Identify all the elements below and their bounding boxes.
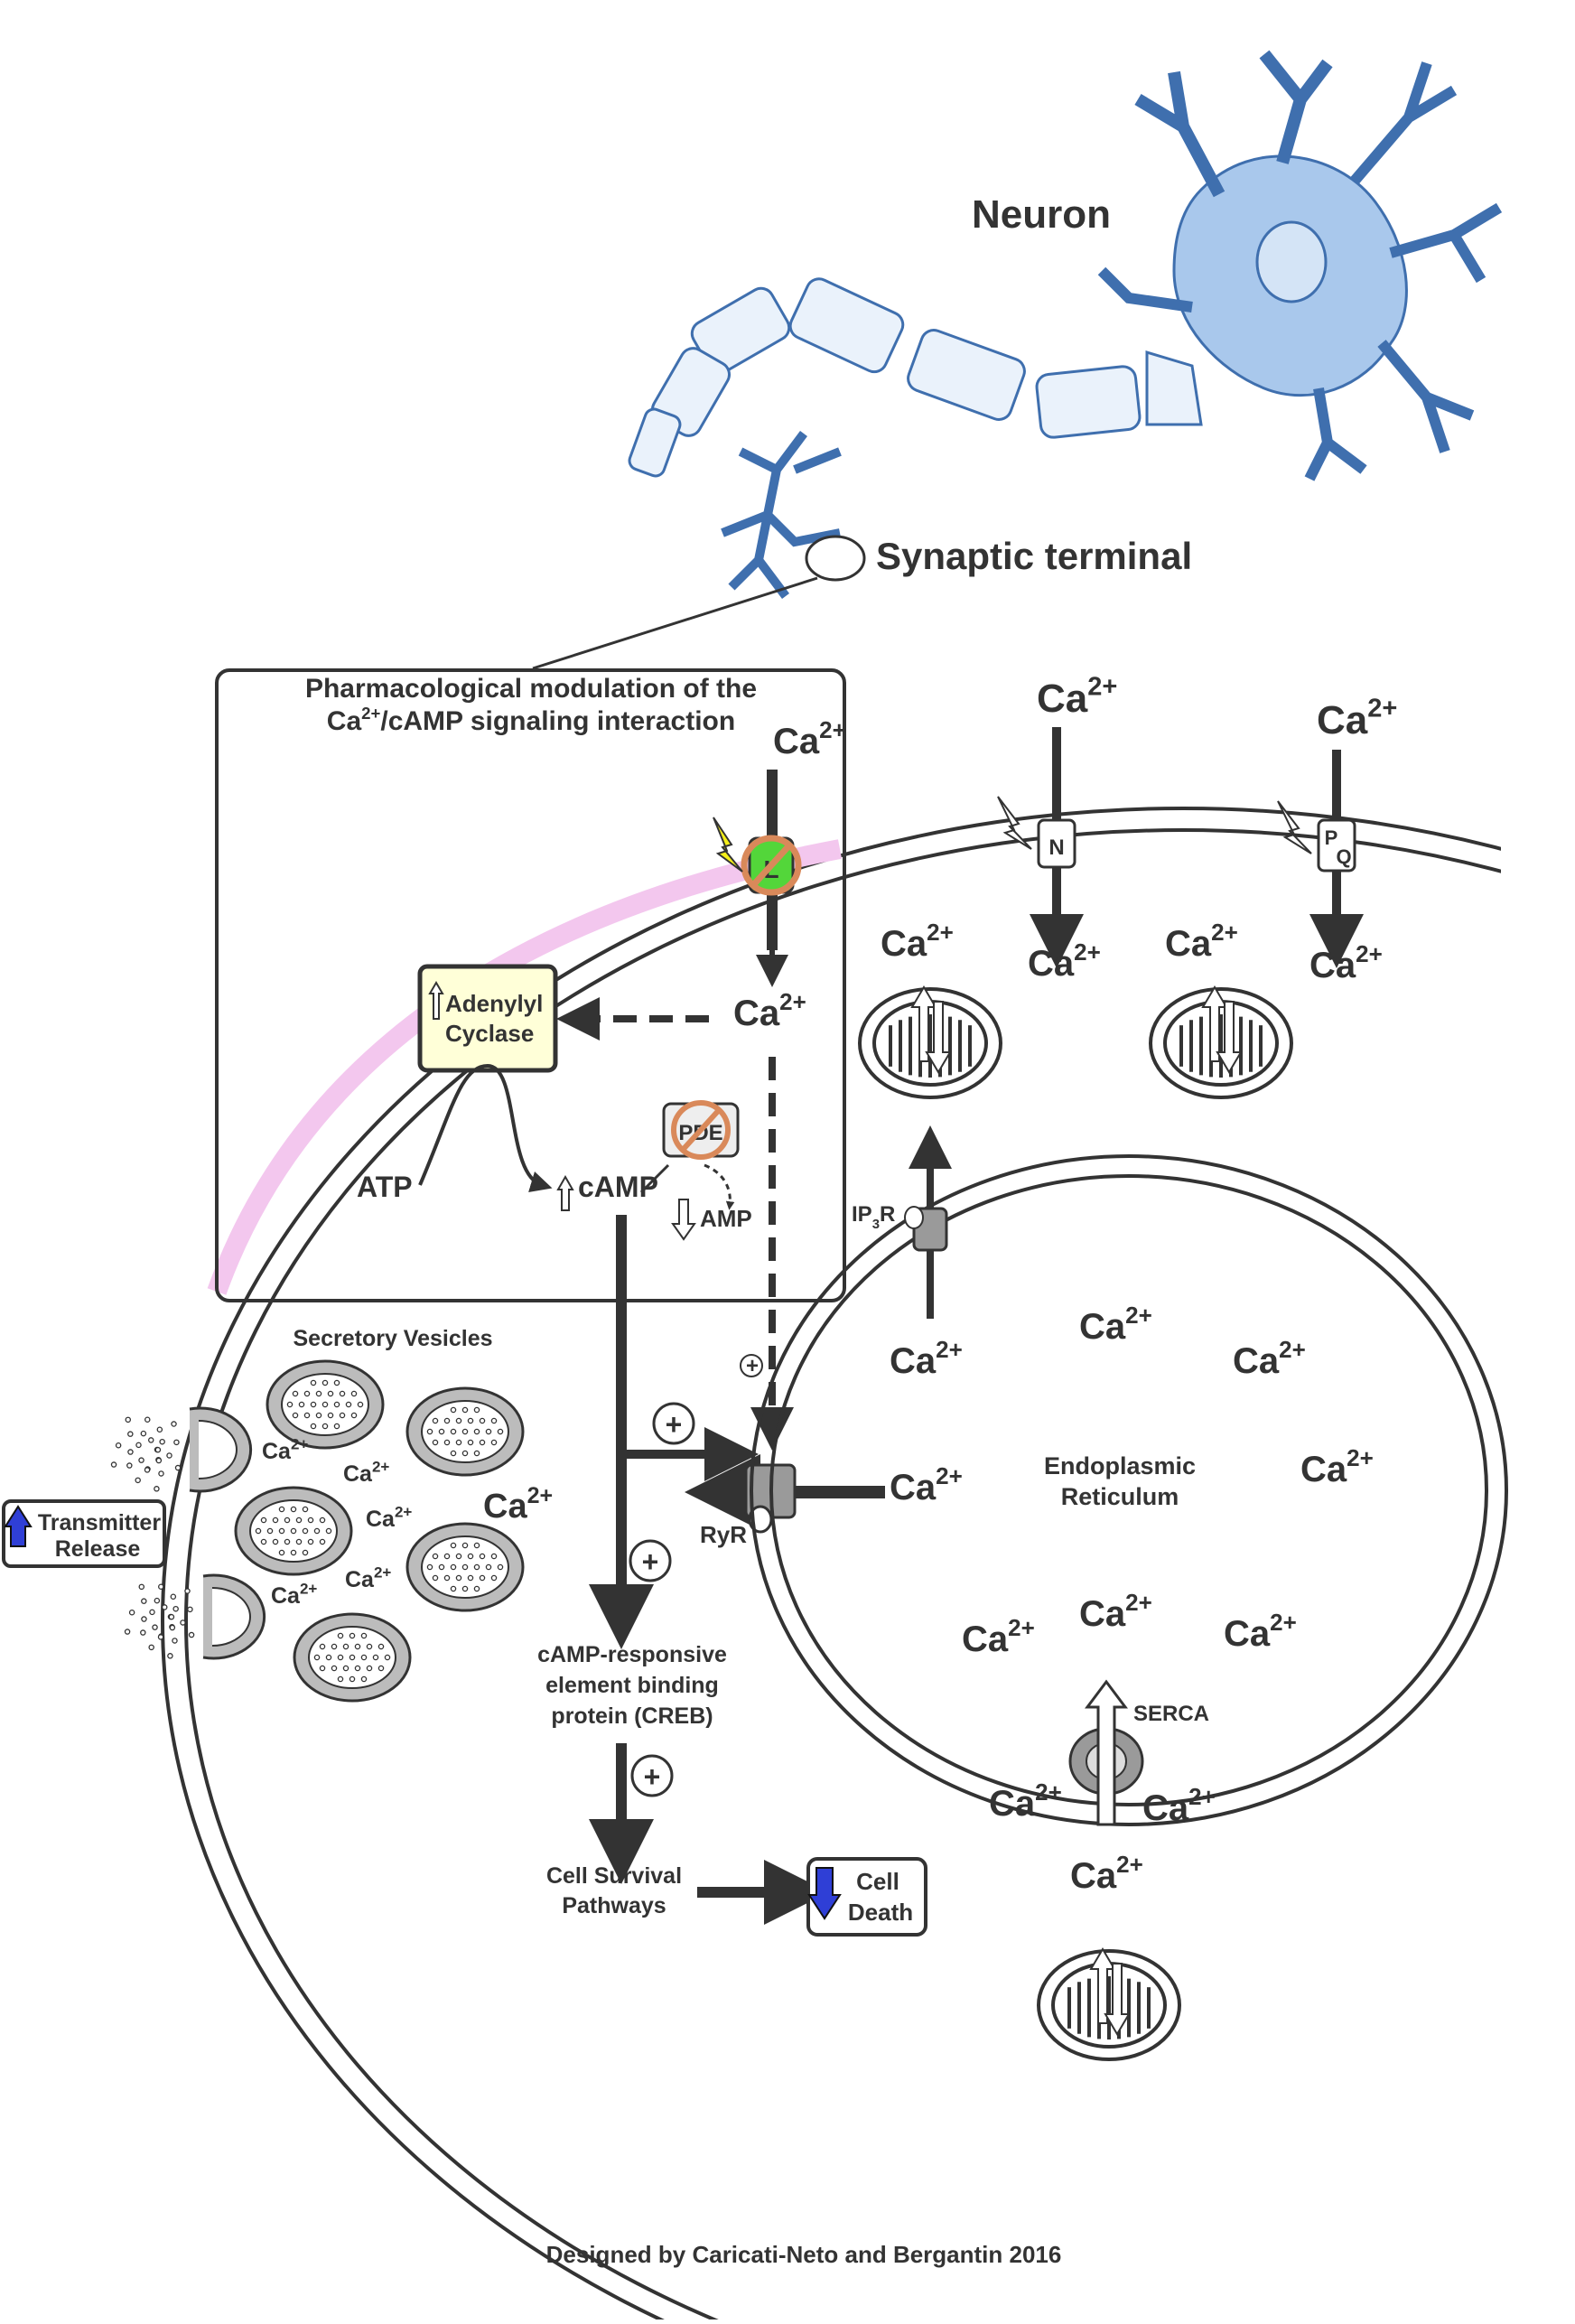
survival-line2: Pathways xyxy=(562,1893,666,1918)
credit-line: Designed by Caricati-Neto and Bergantin … xyxy=(546,2241,1062,2268)
mitochondrion-icon xyxy=(1149,985,1293,1099)
amp-label: AMP xyxy=(700,1205,752,1232)
svg-text:P: P xyxy=(1325,826,1338,849)
calcium-ion-label: Ca2+ xyxy=(483,1483,553,1526)
transmitter-release-box xyxy=(2,1499,166,1568)
inhibit-icon xyxy=(741,835,802,896)
neuron-label: Neuron xyxy=(972,192,1111,237)
serca-pump xyxy=(1068,1679,1144,1826)
svg-text:+: + xyxy=(644,1760,661,1793)
transmitter-label-line1: Transmitter xyxy=(38,1510,161,1535)
calcium-ion-label: Ca2+ xyxy=(271,1581,317,1610)
vesicle-icon xyxy=(110,1406,253,1493)
ip3r-label: IP3R xyxy=(852,1202,895,1232)
inset-title-line2: Ca2+/cAMP signaling interaction xyxy=(327,704,735,736)
svg-text:N: N xyxy=(1048,835,1064,860)
calcium-ion-label: Ca2+ xyxy=(1037,673,1117,721)
ryr-label: RyR xyxy=(700,1521,747,1548)
vesicle-icon xyxy=(234,1486,353,1576)
vesicle-icon xyxy=(124,1573,266,1660)
lightning-icon xyxy=(997,796,1032,850)
synaptic-terminal-circle xyxy=(805,535,866,582)
synaptic-terminal-label: Synaptic terminal xyxy=(876,535,1192,577)
endoplasmic-reticulum xyxy=(750,1154,1508,1826)
svg-text:+: + xyxy=(642,1545,659,1578)
er-label-line2: Reticulum xyxy=(1061,1483,1179,1510)
n-type-channel: N xyxy=(997,727,1084,968)
lightning-icon xyxy=(1277,800,1312,854)
plus-circle xyxy=(652,1402,695,1445)
l-type-channel: L xyxy=(713,770,802,950)
inset-title-line1: Pharmacological modulation of the xyxy=(305,674,757,704)
down-arrow-icon xyxy=(671,1199,696,1241)
calcium-ion-label: Ca2+ xyxy=(989,1778,1062,1824)
inhibit-icon xyxy=(671,1100,731,1160)
calcium-ion-label: Ca2+ xyxy=(1309,940,1383,985)
creb-line2: element binding xyxy=(545,1673,719,1698)
lightning-icon xyxy=(713,817,743,873)
mitochondria xyxy=(858,985,1293,2061)
calcium-ion-label: Ca2+ xyxy=(733,988,806,1033)
calcium-ion-label: Ca2+ xyxy=(1079,1302,1152,1347)
calcium-ion-label: Ca2+ xyxy=(366,1504,412,1533)
serca-label: SERCA xyxy=(1133,1702,1209,1726)
calcium-ion-label: Ca2+ xyxy=(1079,1589,1152,1634)
er-label-line1: Endoplasmic xyxy=(1044,1452,1196,1479)
plus-circle xyxy=(630,1754,674,1797)
calcium-ion-label: Ca2+ xyxy=(262,1436,308,1465)
calcium-ion-label: Ca2+ xyxy=(1028,938,1101,984)
secretory-vesicles-label: Secretory Vesicles xyxy=(294,1326,493,1351)
neuron-illustration xyxy=(628,50,1503,599)
cyclase-label: Cyclase xyxy=(445,1020,534,1047)
calcium-ion-label: Ca2+ xyxy=(345,1564,391,1593)
down-arrow-icon xyxy=(807,1867,842,1920)
calcium-ion-label: Ca2+ xyxy=(1142,1783,1216,1828)
survival-line1: Cell Survival xyxy=(546,1863,682,1889)
up-arrow-icon xyxy=(556,1174,574,1211)
atp-label: ATP xyxy=(357,1171,413,1203)
calcium-ion-label: Ca2+ xyxy=(343,1459,389,1488)
cell-death-box xyxy=(806,1857,927,1937)
transmitter-label-line2: Release xyxy=(55,1536,141,1562)
calcium-ion-label: Ca2+ xyxy=(1070,1851,1143,1896)
vesicle-icon xyxy=(266,1359,385,1450)
vesicle-icon xyxy=(405,1386,525,1477)
cell-death-line1: Cell xyxy=(856,1868,899,1895)
calcium-ion-label: Ca2+ xyxy=(1224,1609,1297,1654)
calcium-ion-label: Ca2+ xyxy=(1300,1444,1374,1489)
svg-text:+: + xyxy=(666,1408,683,1441)
creb-line3: protein (CREB) xyxy=(551,1703,713,1729)
adenylyl-label: Adenylyl xyxy=(445,990,543,1017)
plus-circle xyxy=(629,1539,672,1582)
up-arrow-icon xyxy=(4,1505,33,1547)
calcium-ion-label: Ca2+ xyxy=(773,716,846,761)
zoom-connector-line xyxy=(532,576,818,670)
calcium-ion-label: Ca2+ xyxy=(962,1614,1035,1659)
svg-text:Q: Q xyxy=(1336,845,1351,868)
cell-death-line2: Death xyxy=(848,1899,913,1926)
calcium-ion-label: Ca2+ xyxy=(1233,1336,1306,1381)
up-arrow-icon xyxy=(428,981,444,1020)
inset-box xyxy=(215,668,846,1302)
small-plus: + xyxy=(746,1354,759,1378)
pq-type-channel: P Q xyxy=(1277,750,1364,968)
mitochondrion-icon xyxy=(858,985,1002,1099)
mitochondrion-icon xyxy=(1037,1947,1181,2061)
vesicle-icon xyxy=(293,1612,412,1703)
calcium-ion-labels: Ca2+Ca2+Ca2+Ca2+Ca2+Ca2+Ca2+Ca2+Ca2+Ca2+… xyxy=(262,673,1397,1896)
adenylyl-cyclase-box xyxy=(417,964,558,1073)
vesicle-icon xyxy=(405,1522,525,1612)
secretory-vesicles xyxy=(110,1359,525,1703)
calcium-ion-label: Ca2+ xyxy=(881,919,954,964)
calcium-ion-label: Ca2+ xyxy=(1317,695,1397,742)
calcium-ion-label: Ca2+ xyxy=(1165,919,1238,964)
calcium-ion-label: Ca2+ xyxy=(890,1336,963,1381)
creb-line1: cAMP-responsive xyxy=(537,1642,727,1667)
calcium-ion-label: Ca2+ xyxy=(890,1462,963,1507)
up-arrow-icon xyxy=(1085,1679,1128,1826)
